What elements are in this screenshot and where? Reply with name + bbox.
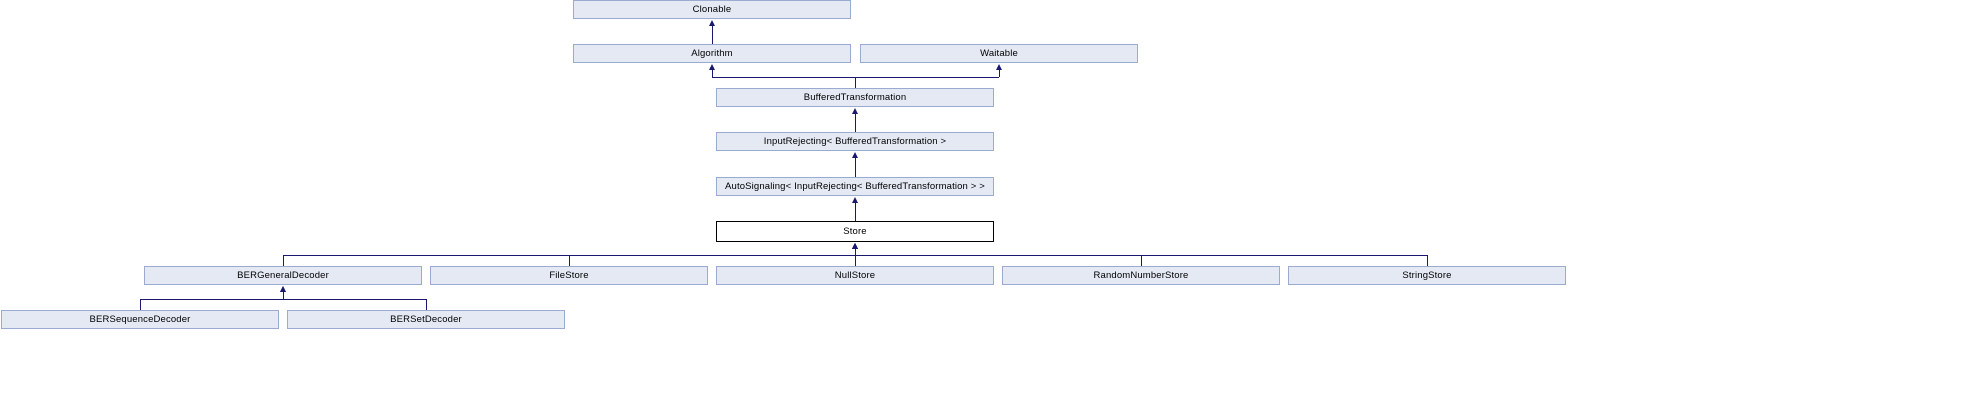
class-node-label: BufferedTransformation [803,91,907,103]
inheritance-arrowhead [708,20,715,26]
inheritance-arrowhead [851,197,858,203]
class-node-clonable[interactable]: Clonable [573,0,851,19]
inheritance-edge [855,255,1427,256]
inheritance-edge [712,77,855,78]
class-node-label: AutoSignaling< InputRejecting< BufferedT… [725,180,985,192]
class-node-bersequencedecoder[interactable]: BERSequenceDecoder [1,310,279,329]
inheritance-edge [569,255,855,256]
class-node-bergeneraldecoder[interactable]: BERGeneralDecoder [144,266,422,285]
class-node-label: Algorithm [691,47,733,59]
class-node-label: FileStore [549,269,589,281]
class-node-label: InputRejecting< BufferedTransformation > [763,135,947,147]
inheritance-edge [1427,255,1428,266]
class-node-autosignaling[interactable]: AutoSignaling< InputRejecting< BufferedT… [716,177,994,196]
inheritance-edge [855,156,856,177]
class-node-store[interactable]: Store [716,221,994,242]
class-node-algorithm[interactable]: Algorithm [573,44,851,63]
inheritance-edge [426,299,427,310]
inheritance-edge [569,255,570,266]
class-node-filestore[interactable]: FileStore [430,266,708,285]
inheritance-arrowhead [279,286,286,292]
inheritance-edge [999,68,1000,77]
class-node-randomnumberstore[interactable]: RandomNumberStore [1002,266,1280,285]
class-node-bufferedtransformation[interactable]: BufferedTransformation [716,88,994,107]
class-node-stringstore[interactable]: StringStore [1288,266,1566,285]
class-node-label: StringStore [1402,269,1452,281]
inheritance-edge [283,299,426,300]
class-node-label: RandomNumberStore [1093,269,1189,281]
inheritance-edge [855,201,856,221]
inheritance-edge [283,255,284,266]
inheritance-edge [712,68,713,77]
class-node-label: Store [843,225,867,237]
inheritance-arrowhead [708,64,715,70]
inheritance-edge [140,299,141,310]
inheritance-edge [855,247,856,266]
class-node-label: NullStore [834,269,876,281]
inheritance-edge [140,299,283,300]
class-node-label: BERSequenceDecoder [89,313,191,325]
inheritance-arrowhead [851,152,858,158]
inheritance-arrowhead [995,64,1002,70]
inheritance-edge [855,77,999,78]
inheritance-edge [712,24,713,44]
class-node-label: BERGeneralDecoder [237,269,329,281]
inheritance-edge [283,290,284,299]
class-node-label: BERSetDecoder [390,313,462,325]
class-node-waitable[interactable]: Waitable [860,44,1138,63]
class-node-label: Waitable [980,47,1018,59]
class-node-label: Clonable [692,3,732,15]
inheritance-edge [855,77,856,88]
inheritance-arrowhead [851,243,858,249]
inheritance-arrowhead [851,108,858,114]
class-node-inputrejecting[interactable]: InputRejecting< BufferedTransformation > [716,132,994,151]
class-node-bersetdecoder[interactable]: BERSetDecoder [287,310,565,329]
class-node-nullstore[interactable]: NullStore [716,266,994,285]
inheritance-edge [1141,255,1142,266]
inheritance-edge [855,247,856,255]
inheritance-edge [855,112,856,132]
